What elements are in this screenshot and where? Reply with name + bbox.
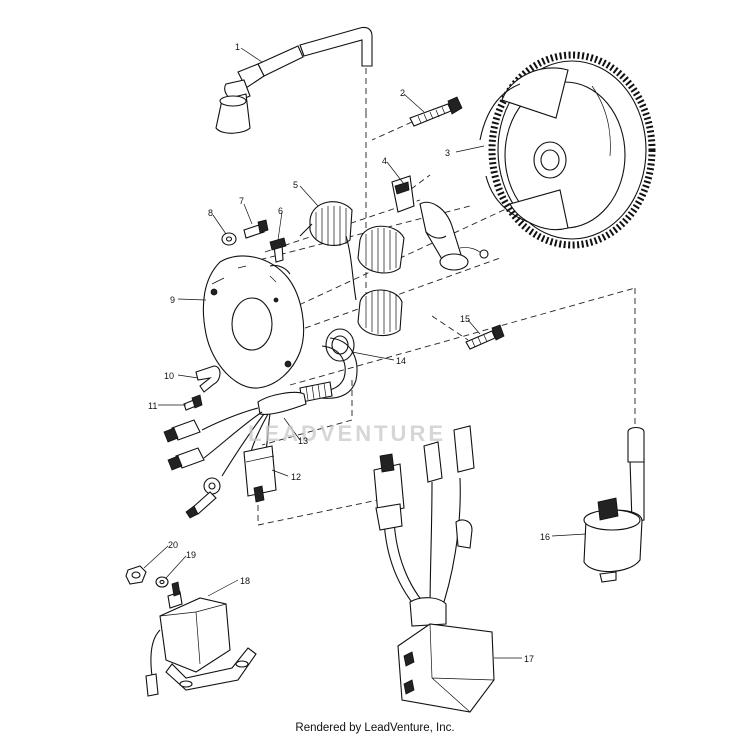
part-label-3: 3 <box>445 148 450 158</box>
part-label-2: 2 <box>400 88 405 98</box>
part-label-11: 11 <box>148 401 157 411</box>
pulser-coil-part <box>391 175 489 271</box>
footer-credit: Rendered by LeadVenture, Inc. <box>295 722 455 734</box>
washer-19-part <box>155 576 169 588</box>
part-label-10: 10 <box>164 371 174 381</box>
part-number-labels: 1 2 3 4 5 6 7 8 9 10 11 12 13 14 15 16 1… <box>148 42 550 664</box>
part-label-20: 20 <box>168 540 178 550</box>
part-label-15: 15 <box>460 314 470 324</box>
part-label-9: 9 <box>170 295 175 305</box>
part-label-13: 13 <box>298 436 308 446</box>
screw-7-part <box>243 219 269 239</box>
leader-lines <box>143 47 587 659</box>
connector-boot-part <box>243 445 277 503</box>
watermark-text: LEADVENTURE <box>248 421 446 446</box>
screw-6-part <box>269 237 287 263</box>
stator-base-part <box>202 255 305 389</box>
stator-coil-part <box>299 201 405 337</box>
starter-relay-part <box>145 581 257 697</box>
bolt-15-part <box>465 324 505 350</box>
flywheel-part <box>479 51 656 249</box>
flywheel-bolt-part <box>409 96 463 127</box>
part-label-7: 7 <box>239 196 244 206</box>
part-label-6: 6 <box>278 206 283 216</box>
washer-8-part <box>221 232 237 246</box>
part-label-4: 4 <box>382 156 387 166</box>
part-label-16: 16 <box>540 532 550 542</box>
part-label-19: 19 <box>186 550 196 560</box>
part-label-18: 18 <box>240 576 250 586</box>
part-label-8: 8 <box>208 208 213 218</box>
wire-harness-part <box>163 337 358 519</box>
clamp-screw-part <box>183 394 203 411</box>
part-label-12: 12 <box>291 472 301 482</box>
cdi-unit-part <box>373 425 495 713</box>
part-label-17: 17 <box>524 654 534 664</box>
ignition-coil-part <box>583 426 645 583</box>
spark-plug-cap-part <box>215 26 373 134</box>
grommet-part <box>325 328 355 362</box>
part-label-5: 5 <box>293 180 298 190</box>
part-label-14: 14 <box>396 356 406 366</box>
part-label-1: 1 <box>235 42 240 52</box>
clamp-part <box>195 365 221 393</box>
nut-20-part <box>125 565 147 585</box>
